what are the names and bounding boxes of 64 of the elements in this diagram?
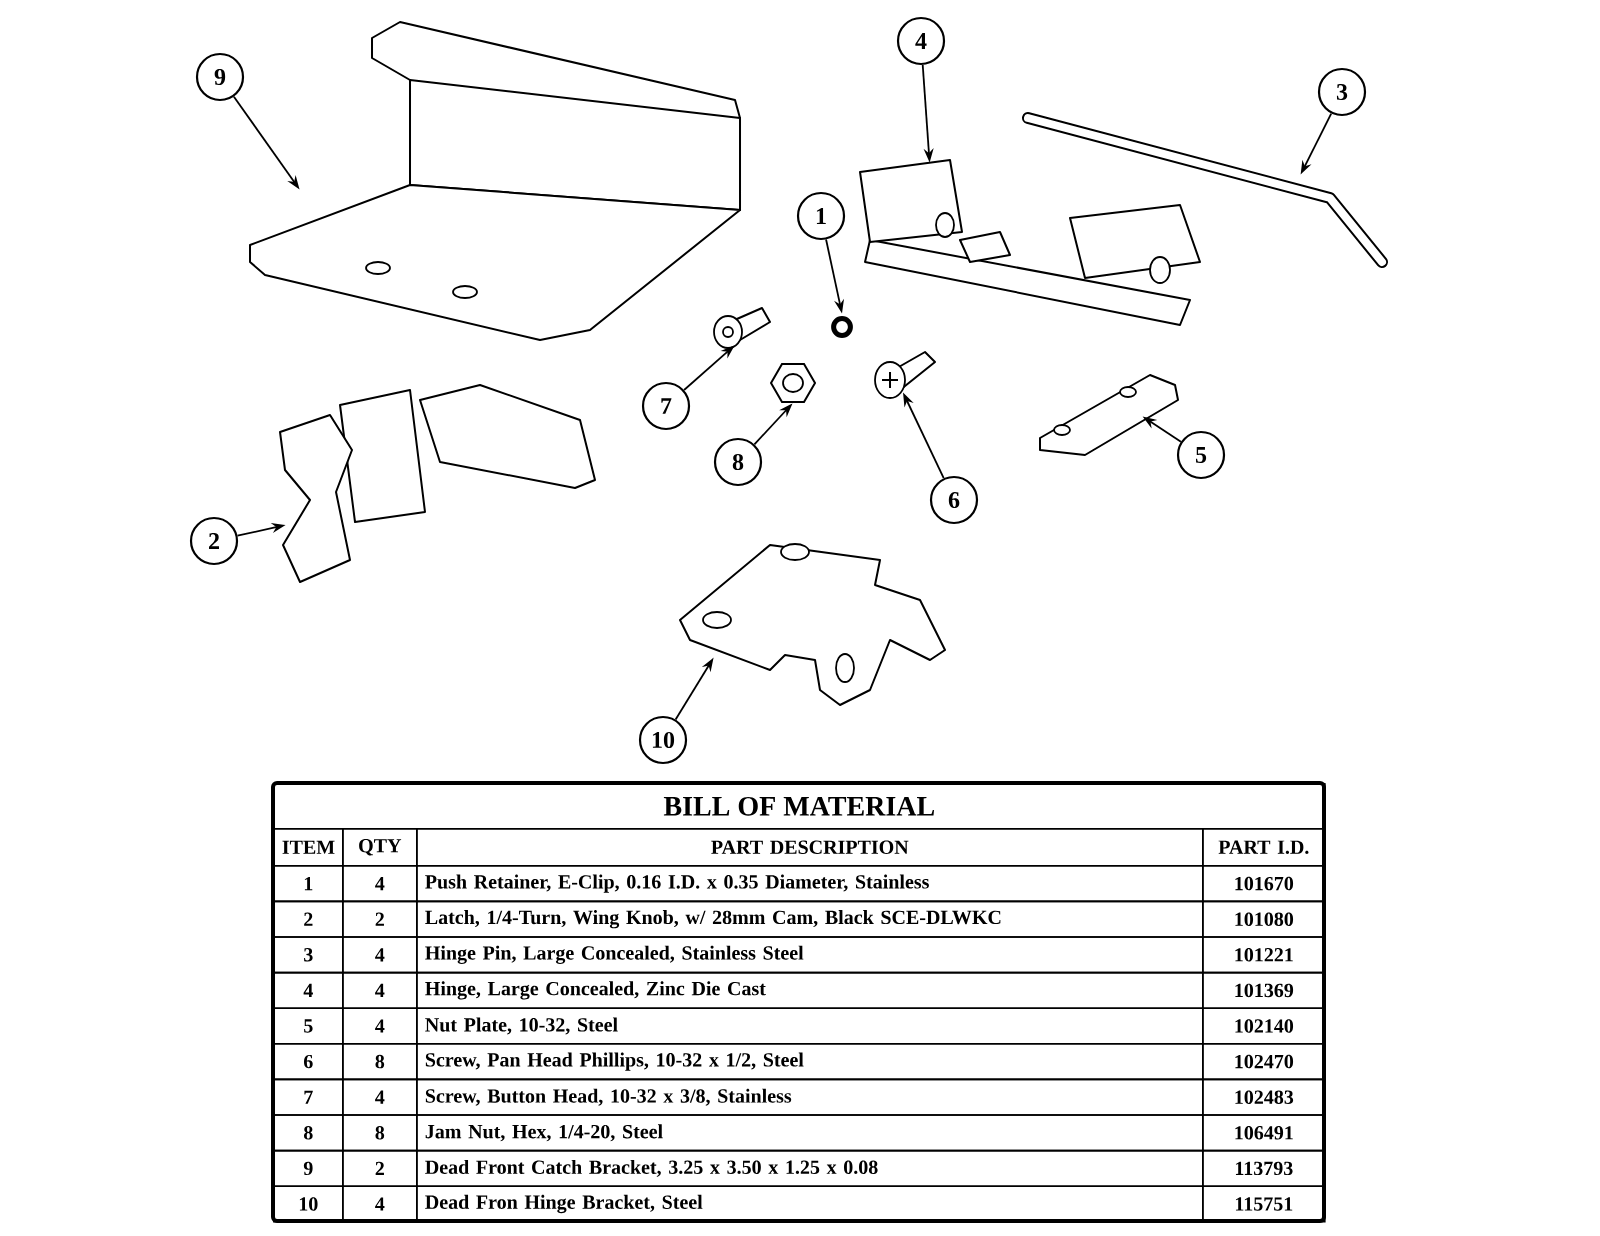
table-header: QTY (342, 828, 418, 867)
callout-number: 1 (796, 191, 846, 241)
latch-drawing (279, 384, 596, 583)
callout-number: 6 (929, 475, 979, 525)
hinge-bracket-drawing (679, 543, 946, 706)
table-cell: Screw, Button Head, 10-32 x 3/8, Stainless (416, 1078, 1204, 1116)
table-cell: 101080 (1202, 900, 1326, 938)
hinge-pin-drawing (1022, 112, 1388, 268)
table-cell: 8 (342, 1043, 418, 1081)
table-cell: Dead Fron Hinge Bracket, Steel (416, 1185, 1204, 1223)
nut-plate-drawing (1039, 374, 1179, 456)
table-cell: 102483 (1202, 1078, 1326, 1116)
label: BILL OF MATERIAL (663, 796, 934, 816)
callout-number: 3 (1317, 67, 1367, 117)
table-cell: 2 (273, 900, 344, 938)
table-cell: Hinge, Large Concealed, Zinc Die Cast (416, 971, 1204, 1009)
callout-number: 10 (638, 715, 688, 765)
table-cell: 4 (273, 971, 344, 1009)
table-cell: Dead Front Catch Bracket, 3.25 x 3.50 x 1.25 x 0.08 (416, 1149, 1204, 1187)
table-header: PART DESCRIPTION (416, 828, 1204, 867)
table-cell: 3 (273, 936, 344, 974)
table-cell: 10 (273, 1185, 344, 1223)
table-cell: Latch, 1/4-Turn, Wing Knob, w/ 28mm Cam, Black SCE-DLWKC (416, 900, 1204, 938)
table-cell: 4 (342, 1007, 418, 1045)
bracket-drawing (249, 21, 741, 341)
callout-number: 7 (641, 381, 691, 431)
table-cell: 4 (342, 936, 418, 974)
screw-drawing (874, 351, 936, 399)
callout-number: 2 (189, 516, 239, 566)
table-cell: 102140 (1202, 1007, 1326, 1045)
table-cell: Jam Nut, Hex, 1/4-20, Steel (416, 1114, 1204, 1152)
table-cell: Screw, Pan Head Phillips, 10-32 x 1/2, Steel (416, 1043, 1204, 1081)
table-cell: Hinge Pin, Large Concealed, Stainless Steel (416, 936, 1204, 974)
table-cell: 115751 (1202, 1185, 1326, 1223)
table-cell: 7 (273, 1078, 344, 1116)
table-cell: 101369 (1202, 971, 1326, 1009)
hinge-drawing (859, 159, 1201, 326)
callout-number: 8 (713, 437, 763, 487)
table-cell: 4 (342, 865, 418, 903)
table-cell: 2 (342, 900, 418, 938)
callout-number: 9 (195, 52, 245, 102)
table-cell: 2 (342, 1149, 418, 1187)
callout-number: 5 (1176, 430, 1226, 480)
table-cell: 4 (342, 1185, 418, 1223)
table-cell: 5 (273, 1007, 344, 1045)
table-header: PART I.D. (1202, 828, 1326, 867)
table-cell: Push Retainer, E-Clip, 0.16 I.D. x 0.35 Diameter, Stainless (416, 865, 1204, 903)
table-cell: 101221 (1202, 936, 1326, 974)
table-cell: 101670 (1202, 865, 1326, 903)
table-cell: 8 (273, 1114, 344, 1152)
table-cell: 106491 (1202, 1114, 1326, 1152)
table-cell: 102470 (1202, 1043, 1326, 1081)
callout-number: 4 (896, 16, 946, 66)
table-cell: 4 (342, 1078, 418, 1116)
table-cell: 1 (273, 865, 344, 903)
table-cell: 8 (342, 1114, 418, 1152)
table-cell: Nut Plate, 10-32, Steel (416, 1007, 1204, 1045)
table-header: ITEM (273, 828, 344, 867)
table-cell: 9 (273, 1149, 344, 1187)
table-cell: 4 (342, 971, 418, 1009)
screw-drawing (713, 307, 771, 349)
table-cell: 6 (273, 1043, 344, 1081)
e-clip (831, 316, 853, 338)
table-cell: 113793 (1202, 1149, 1326, 1187)
